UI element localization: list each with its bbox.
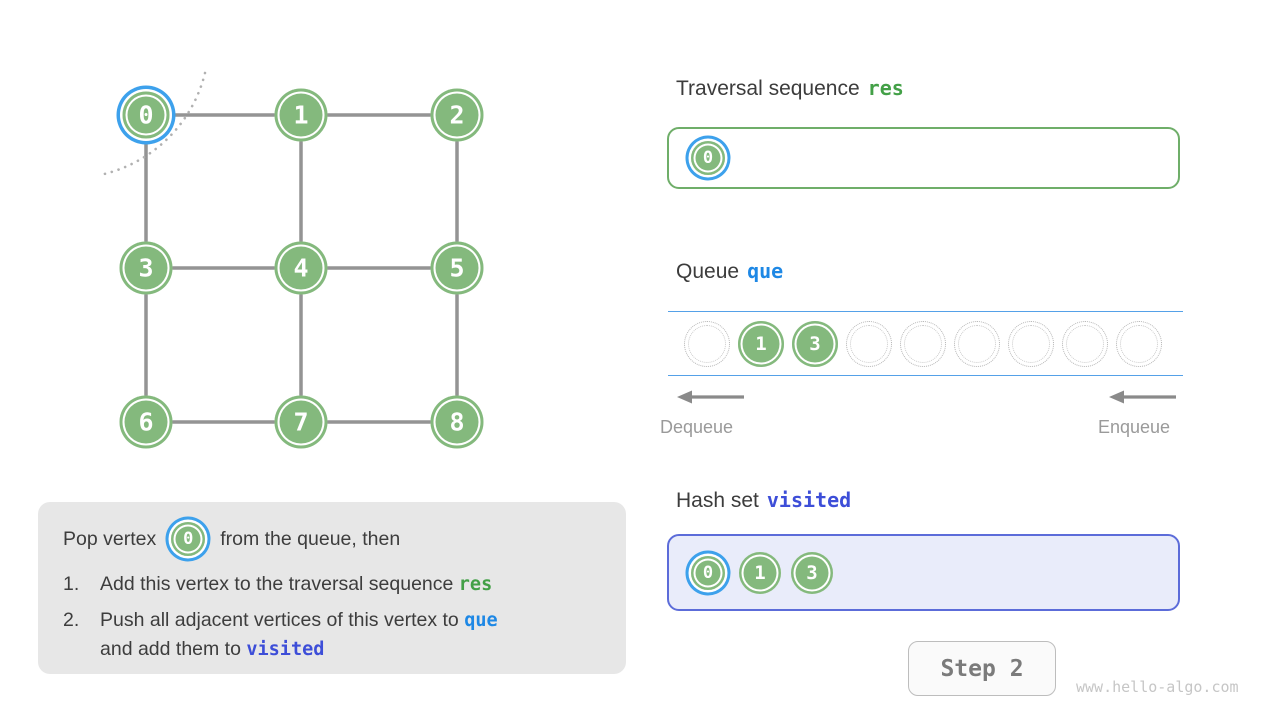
vertex-badge-3: 3 <box>791 551 833 594</box>
traversal-code-res: res <box>867 76 904 100</box>
step-button[interactable]: Step 2 <box>908 641 1056 696</box>
list-text: Add this vertex to the traversal sequenc… <box>100 570 602 599</box>
dequeue-label: Dequeue <box>660 417 734 437</box>
queue-empty-slot <box>846 320 892 367</box>
traversal-heading: Traversal sequence res <box>676 76 904 101</box>
explanation-intro: Pop vertex 0 from the queue, then <box>63 515 602 563</box>
traversal-heading-label: Traversal sequence <box>676 77 860 100</box>
frontier-dotted-arc <box>98 71 207 177</box>
graph-vertex-1: 1 <box>274 88 328 142</box>
graph-vertex-3: 3 <box>119 241 173 295</box>
explanation-list: 1. Add this vertex to the traversal seque… <box>63 570 602 664</box>
keyword-que: que <box>464 610 498 631</box>
graph-vertex-0: 0 <box>122 91 170 139</box>
vertex-badge-1: 1 <box>739 551 781 594</box>
visited-heading: Hash set visited <box>676 488 851 513</box>
vertex-badge-0: 0 <box>691 141 725 175</box>
graph-vertex-4: 4 <box>274 241 328 295</box>
text-fragment: Push all adjacent vertices of this verte… <box>100 609 465 631</box>
keyword-visited: visited <box>246 639 325 660</box>
queue-empty-slot <box>900 320 946 367</box>
graph-vertex-8: 8 <box>430 395 484 449</box>
graph-vertex-5: 5 <box>430 241 484 295</box>
explanation-card: Pop vertex 0 from the queue, then 1. Add th… <box>38 502 626 674</box>
explanation-item-1: 1. Add this vertex to the traversal seque… <box>63 570 602 599</box>
dequeue-arrow-icon <box>677 390 744 404</box>
visited-heading-label: Hash set <box>676 489 759 512</box>
queue-empty-slot <box>1008 320 1054 367</box>
queue-empty-slot <box>954 320 1000 367</box>
vertex-badge-0: 0 <box>171 522 206 556</box>
explanation-item-2: 2. Push all adjacent vertices of this ver… <box>63 606 602 664</box>
traversal-sequence-box: 0 <box>667 127 1180 189</box>
list-number: 2. <box>63 609 80 631</box>
list-text: Push all adjacent vertices of this verte… <box>100 606 602 664</box>
queue-heading-label: Queue <box>676 260 740 283</box>
vertex-badge-1: 1 <box>738 320 784 367</box>
queue-heading: Queue que <box>676 259 783 284</box>
explanation-intro-suffix: from the queue, then <box>220 528 401 550</box>
text-fragment: Add this vertex to the traversal sequenc… <box>100 573 459 595</box>
enqueue-arrow-icon <box>1109 390 1176 404</box>
explanation-intro-prefix: Pop vertex <box>63 528 157 550</box>
graph-vertex-7: 7 <box>274 395 328 449</box>
queue-code-que: que <box>747 259 784 283</box>
enqueue-label: Enqueue <box>1098 417 1171 437</box>
keyword-res: res <box>458 574 493 595</box>
queue-empty-slot <box>684 320 730 367</box>
queue-empty-slot <box>1116 320 1162 367</box>
list-number: 1. <box>63 573 80 595</box>
graph-vertex-6: 6 <box>119 395 173 449</box>
graph-vertex-2: 2 <box>430 88 484 142</box>
queue-empty-slot <box>1062 320 1108 367</box>
watermark: www.hello-algo.com <box>1076 678 1239 696</box>
text-fragment: and add them to <box>100 638 247 660</box>
graph-canvas: 0 1 2 3 4 5 6 7 8 <box>0 0 540 480</box>
vertex-badge-0: 0 <box>691 555 725 590</box>
vertex-badge-3: 3 <box>792 320 838 367</box>
visited-code: visited <box>766 488 852 512</box>
